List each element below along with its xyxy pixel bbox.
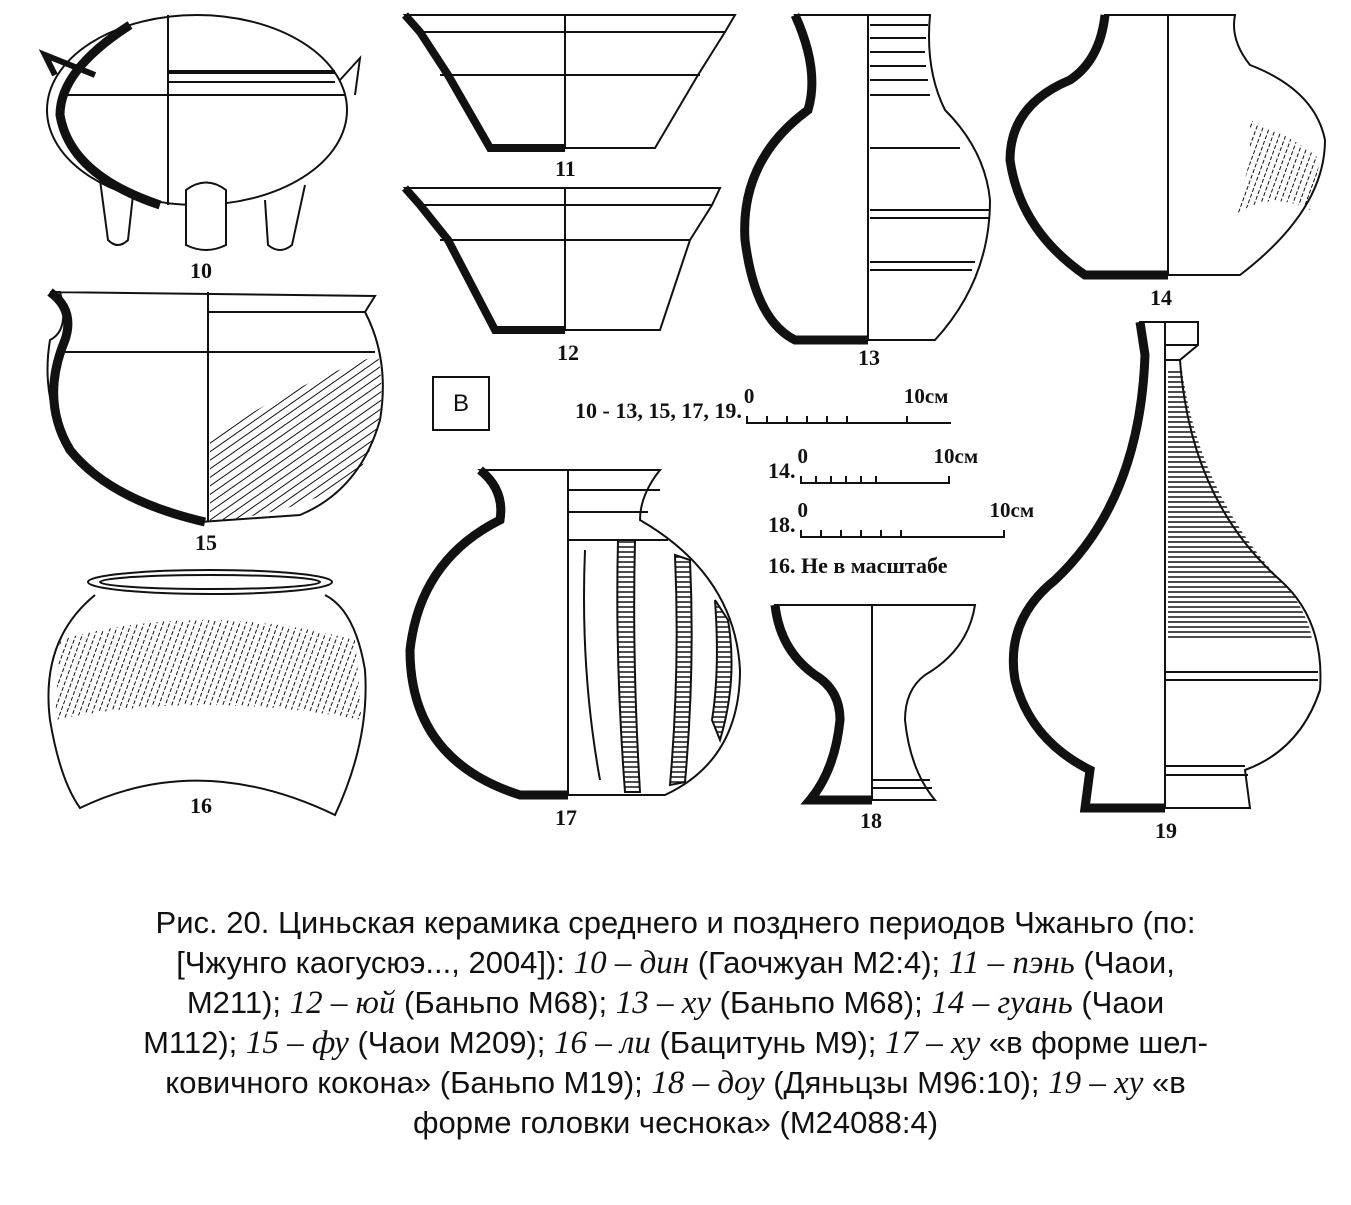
caption-site-17a: «в форме шел- — [980, 1025, 1208, 1060]
caption-line-1: Рис. 20. Циньская керамика среднего и по… — [0, 903, 1351, 943]
caption-line-4: М112); 15 – фу (Чаои М209); 16 – ли (Бац… — [0, 1023, 1351, 1063]
caption-title: Рис. 20. Циньская керамика среднего и по… — [155, 905, 1196, 940]
label-vessel-14: 14 — [1150, 285, 1172, 310]
scale-bar-2: 14. 0 10см — [768, 444, 978, 484]
label-vessel-16: 16 — [190, 793, 212, 818]
vessel-16-li — [47, 569, 367, 817]
scale-1-label: 10 - 13, 15, 17, 19. — [575, 398, 742, 423]
vessel-11-pen — [402, 12, 737, 152]
vessel-15-fu — [46, 288, 384, 527]
vessel-14-guan — [1005, 14, 1327, 280]
scale-3-label: 18. — [768, 512, 796, 537]
caption-site-18: (Дяньцзы М96:10); — [764, 1065, 1049, 1100]
caption-term-13: 13 – ху — [615, 985, 712, 1021]
caption-site-14b: М112); — [143, 1025, 246, 1060]
vessel-18-dou — [770, 604, 977, 805]
pottery-figure: 10 11 12 13 14 15 16 17 18 19 В 10 - 13,… — [38, 12, 1327, 843]
caption-site-11a: (Чаои, — [1074, 945, 1175, 980]
caption-site-11b: М211); — [186, 985, 290, 1020]
caption-site-17b: ковичного кокона» (Баньпо М19); — [165, 1065, 652, 1100]
vessel-drawings — [38, 12, 1327, 817]
scale-2-zero: 0 — [797, 444, 809, 468]
label-vessel-19: 19 — [1155, 818, 1177, 843]
caption-site-14a: (Чаои — [1072, 985, 1165, 1020]
caption-site-19b: форме головки чеснока» (М24088:4) — [412, 1105, 939, 1140]
scale-3-zero: 0 — [797, 498, 809, 522]
scale-2-label: 14. — [768, 458, 796, 483]
panel-letter-box: В — [432, 376, 490, 431]
caption-term-12: 12 – юй — [289, 985, 396, 1021]
scale-1-end: 10см — [903, 384, 949, 408]
caption-source: [Чжунго каогусюэ..., 2004]): — [176, 945, 574, 980]
scale-note: 16. Не в масштабе — [768, 553, 948, 578]
label-vessel-17: 17 — [555, 805, 577, 830]
caption-term-15: 15 – фу — [245, 1025, 349, 1061]
scale-1-bar: 0 10см — [744, 384, 951, 424]
caption-term-10: 10 – дин — [573, 945, 690, 981]
scale-3-end: 10см — [989, 498, 1035, 522]
caption-site-15: (Чаои М209); — [348, 1025, 554, 1060]
caption-line-3: М211); 12 – юй (Баньпо М68); 13 – ху (Ба… — [0, 983, 1351, 1023]
scale-2-end: 10см — [933, 444, 979, 468]
vessel-13-hu — [740, 13, 992, 345]
caption-line-6: форме головки чеснока» (М24088:4) — [0, 1103, 1351, 1143]
vessel-12-yu — [402, 185, 722, 334]
scale-bar-1: 10 - 13, 15, 17, 19. 0 10см — [575, 384, 951, 424]
caption-term-17: 17 – ху — [885, 1025, 981, 1061]
caption-site-19a: «в — [1143, 1065, 1186, 1100]
label-vessel-18: 18 — [860, 808, 882, 833]
figure-caption: Рис. 20. Циньская керамика среднего и по… — [0, 903, 1351, 1143]
caption-line-2: [Чжунго каогусюэ..., 2004]): 10 – дин (Г… — [0, 943, 1351, 983]
caption-term-16: 16 – ли — [553, 1025, 651, 1061]
caption-site-10: (Гаочжуан М2:4); — [689, 945, 949, 980]
label-vessel-10: 10 — [190, 258, 212, 283]
label-vessel-11: 11 — [555, 156, 576, 181]
caption-term-18: 18 – доу — [651, 1065, 765, 1101]
label-vessel-13: 13 — [858, 345, 880, 370]
scale-2-bar: 0 10см — [798, 444, 978, 484]
caption-site-16: (Бацитунь М9); — [650, 1025, 886, 1060]
caption-site-12: (Баньпо М68); — [395, 985, 616, 1020]
scale-bar-3: 18. 0 10см — [768, 498, 1034, 538]
label-vessel-12: 12 — [557, 340, 579, 365]
scale-3-bar: 0 10см — [798, 498, 1034, 538]
caption-term-19: 19 – ху — [1048, 1065, 1144, 1101]
vessel-17-hu-cocoon — [405, 466, 742, 800]
caption-term-14: 14 – гуань — [931, 985, 1073, 1021]
caption-site-13: (Баньпо М68); — [711, 985, 932, 1020]
label-vessel-15: 15 — [195, 530, 217, 555]
vessel-10-ding — [38, 14, 362, 251]
scale-1-zero: 0 — [743, 384, 755, 408]
caption-term-11: 11 – пэнь — [948, 945, 1075, 981]
vessel-19-hu-garlic — [1008, 321, 1322, 813]
caption-line-5: ковичного кокона» (Баньпо М19); 18 – доу… — [0, 1063, 1351, 1103]
